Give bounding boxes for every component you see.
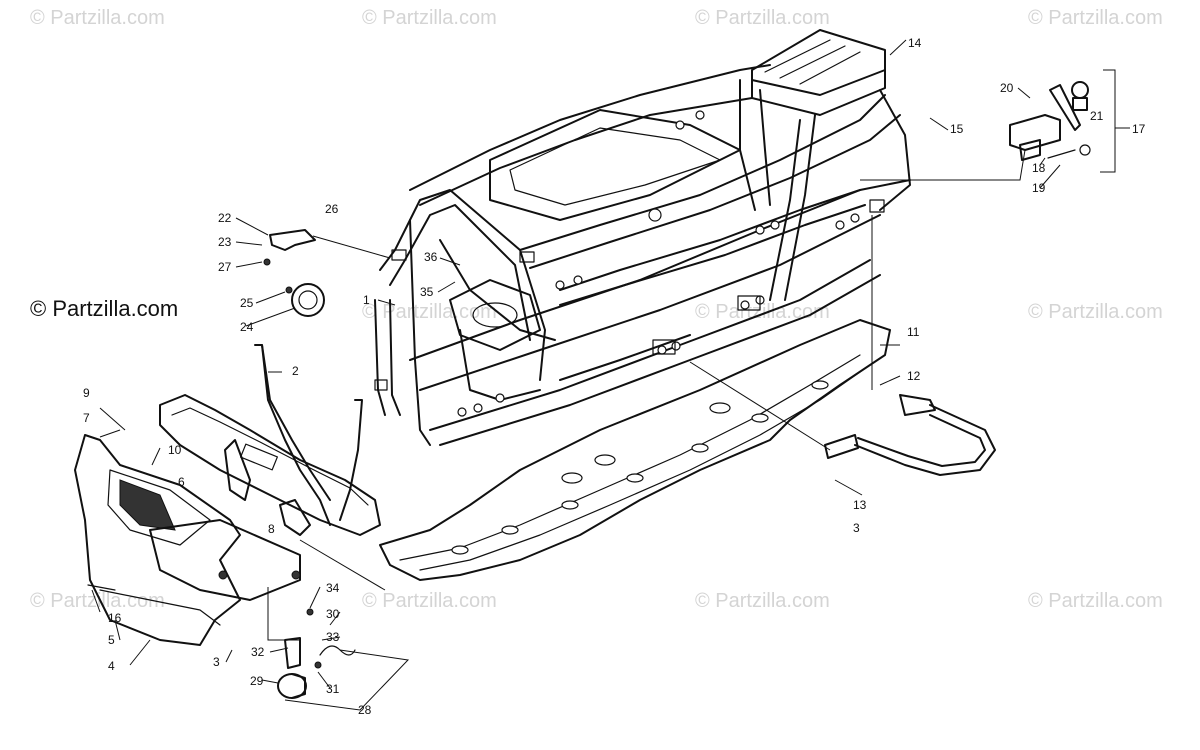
callout-26: 26 [325,202,339,216]
callout-22: 22 [218,211,232,225]
callout-29: 29 [250,674,264,688]
callout-30: 30 [326,607,340,621]
watermark: © Partzilla.com [695,7,830,29]
watermark-main: © Partzilla.com [30,296,178,321]
watermark: © Partzilla.com [1028,590,1163,612]
callout-24: 24 [240,320,254,334]
callout-28: 28 [358,703,372,717]
callout-9: 9 [83,386,90,400]
callout-33: 33 [326,630,340,644]
callout-2: 2 [292,364,299,378]
horn-bracket [263,229,325,317]
callout-18: 18 [1032,161,1046,175]
watermark: © Partzilla.com [30,7,165,29]
leader-lines [91,39,1130,711]
hitch-assembly [1009,81,1091,161]
callout-34: 34 [326,581,340,595]
callout-31: 31 [326,682,340,696]
callout-labels: 1 2 3 3 4 5 6 7 8 9 10 11 12 13 14 15 16… [83,36,1146,717]
callout-3: 3 [213,655,220,669]
footrest [824,394,996,476]
callout-10: 10 [168,443,182,457]
callout-13: 13 [853,498,867,512]
callout-20: 20 [1000,81,1014,95]
watermark: © Partzilla.com [695,590,830,612]
callout-23: 23 [218,235,232,249]
callout-27: 27 [218,260,232,274]
callout-3: 3 [853,521,860,535]
callout-5: 5 [108,633,115,647]
front-bumper [159,344,381,536]
callout-25: 25 [240,296,254,310]
callout-1: 1 [363,293,370,307]
callout-16: 16 [108,611,122,625]
driving-light [277,608,356,699]
main-frame [374,29,911,446]
watermark: © Partzilla.com [362,301,497,323]
watermark: © Partzilla.com [362,7,497,29]
watermark: © Partzilla.com [695,301,830,323]
callout-7: 7 [83,411,90,425]
watermark: © Partzilla.com [1028,301,1163,323]
callout-21: 21 [1090,109,1104,123]
watermark: © Partzilla.com [362,590,497,612]
callout-4: 4 [108,659,115,673]
callout-6: 6 [178,475,185,489]
callout-11: 11 [907,325,920,339]
callout-15: 15 [950,122,964,136]
callout-14: 14 [908,36,922,50]
watermark: © Partzilla.com [1028,7,1163,29]
watermark-layer: © Partzilla.com © Partzilla.com © Partzi… [30,7,1163,612]
callout-36: 36 [424,250,438,264]
callout-35: 35 [420,285,434,299]
callout-19: 19 [1032,181,1046,195]
watermark: © Partzilla.com [30,590,165,612]
callout-32: 32 [251,645,265,659]
callout-17: 17 [1132,122,1146,136]
callout-12: 12 [907,369,921,383]
front-fascia [74,434,301,646]
callout-8: 8 [268,522,275,536]
skid-plate [379,319,891,581]
